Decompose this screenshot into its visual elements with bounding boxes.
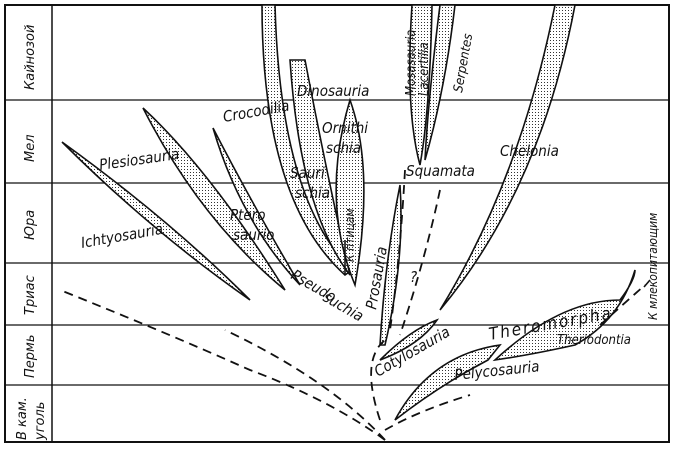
label-to-mammals: К млекопитающим — [646, 213, 660, 320]
label-pterosauria-1: Ptero — [230, 206, 266, 224]
period-triassic: Триас — [23, 275, 38, 315]
branches — [59, 4, 651, 441]
label-question-mark: ? — [410, 268, 417, 286]
label-ichtyosauria: Ichtyosauria — [80, 220, 165, 252]
period-jurassic: Юра — [23, 210, 38, 240]
saurischia-branch — [289, 59, 351, 276]
pterosauria-branch — [212, 127, 301, 286]
period-carboniferous-2: уголь — [33, 402, 48, 441]
label-mosasauria: Mosasauria — [404, 30, 419, 96]
period-cretaceous: Мел — [23, 134, 38, 162]
period-labels: Кайнозой Мел Юра Триас Пермь В кам. угол… — [15, 25, 48, 441]
label-plesiosauria: Plesiosauria — [98, 145, 180, 174]
label-pseudosuchia-2: suchia — [320, 288, 367, 325]
label-squamata: Squamata — [406, 162, 475, 180]
label-ornithischia-2: schia — [326, 139, 361, 157]
label-lacertilia: Lacertilia — [417, 42, 432, 96]
pelycosauria-branch — [394, 343, 502, 421]
serpentes-branch — [424, 4, 456, 161]
ornithischia-branch — [335, 97, 365, 288]
label-to-birds: К птицам — [343, 208, 357, 262]
squamata-branch — [408, 4, 433, 166]
label-ornithischia-1: Ornithi — [322, 119, 368, 137]
plesiosauria-branch — [142, 107, 286, 291]
period-permian: Пермь — [23, 335, 38, 379]
label-dinosauria: Dinosauria — [297, 82, 369, 100]
label-serpentes: Serpentes — [451, 33, 476, 94]
chelonia-branch — [439, 4, 576, 311]
cotylosauria-branch — [379, 318, 440, 361]
theromorpha-branch — [492, 269, 636, 362]
label-saurischia-2: schia — [295, 184, 330, 202]
label-saurischia-1: Sauri — [290, 164, 325, 182]
dashes — [59, 289, 386, 441]
label-pterosauria-2: saurio — [233, 226, 274, 244]
label-chelonia: Chelonia — [500, 142, 559, 160]
label-theriodontia: Theriodontia — [557, 333, 631, 348]
ichtyosauria-branch — [61, 141, 251, 301]
period-carboniferous-1: В кам. — [15, 397, 30, 440]
period-cenozoic: Кайнозой — [23, 25, 38, 90]
